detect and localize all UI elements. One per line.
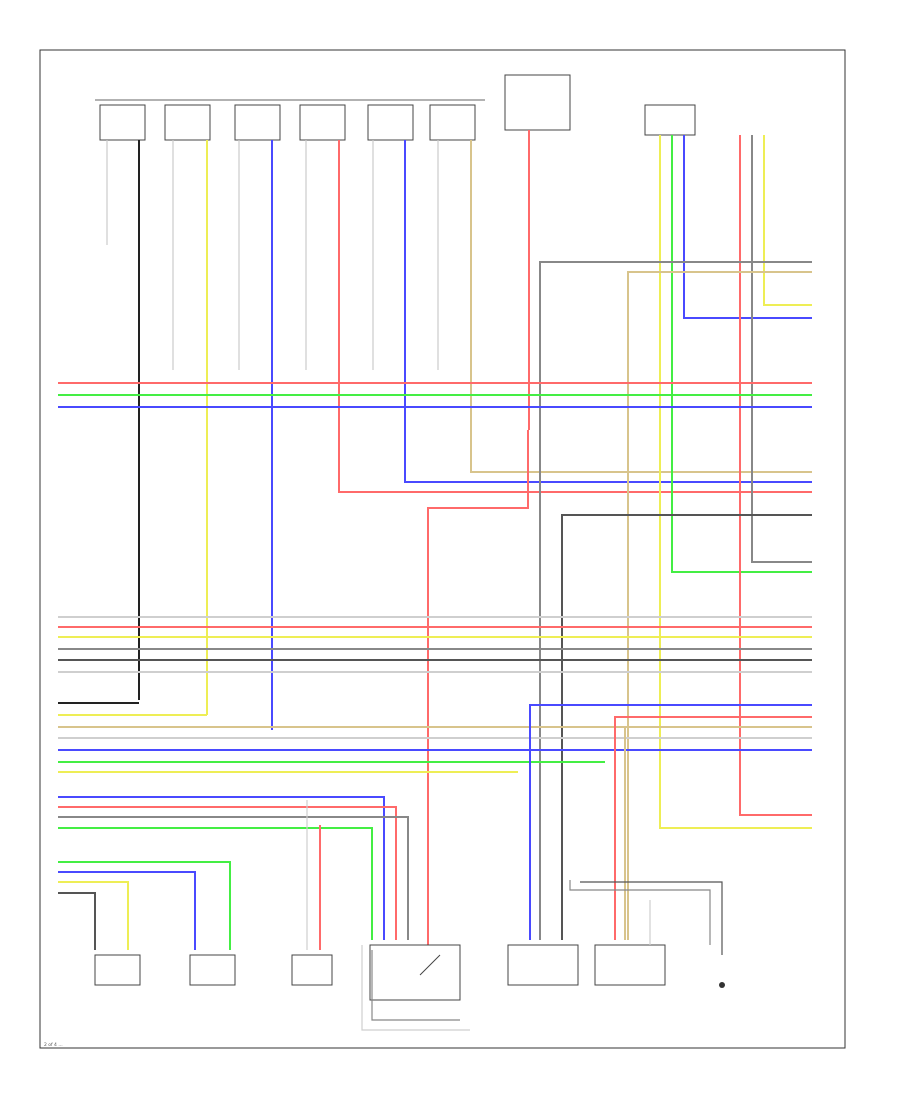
injector-2	[164, 104, 211, 715]
top-sensor-b	[644, 104, 812, 829]
diagram-frame	[39, 49, 846, 1049]
injector-1	[99, 104, 146, 700]
injector-5	[367, 104, 812, 483]
injector-4	[299, 104, 812, 493]
horizontal-bus	[58, 382, 812, 940]
injector-3	[234, 104, 281, 730]
bottom-left-b	[189, 954, 236, 986]
page-label: 2 of 4 ...	[44, 1042, 63, 1048]
wire-dark-vertical	[561, 514, 812, 940]
bottom-right-b	[569, 880, 711, 986]
bottom-left-a	[58, 861, 231, 986]
top-sensor-a	[427, 74, 571, 950]
wire-gray-vertical	[539, 261, 812, 940]
wire-tan-vertical	[627, 271, 812, 940]
bottom-center-relay	[361, 944, 470, 1031]
bottom-left-c	[291, 800, 333, 986]
top-component-row	[95, 99, 812, 730]
injector-6	[429, 104, 812, 473]
bottom-right-a	[507, 944, 579, 986]
bottom-right-c-ground	[580, 881, 725, 988]
top-sensor-c	[739, 135, 812, 816]
